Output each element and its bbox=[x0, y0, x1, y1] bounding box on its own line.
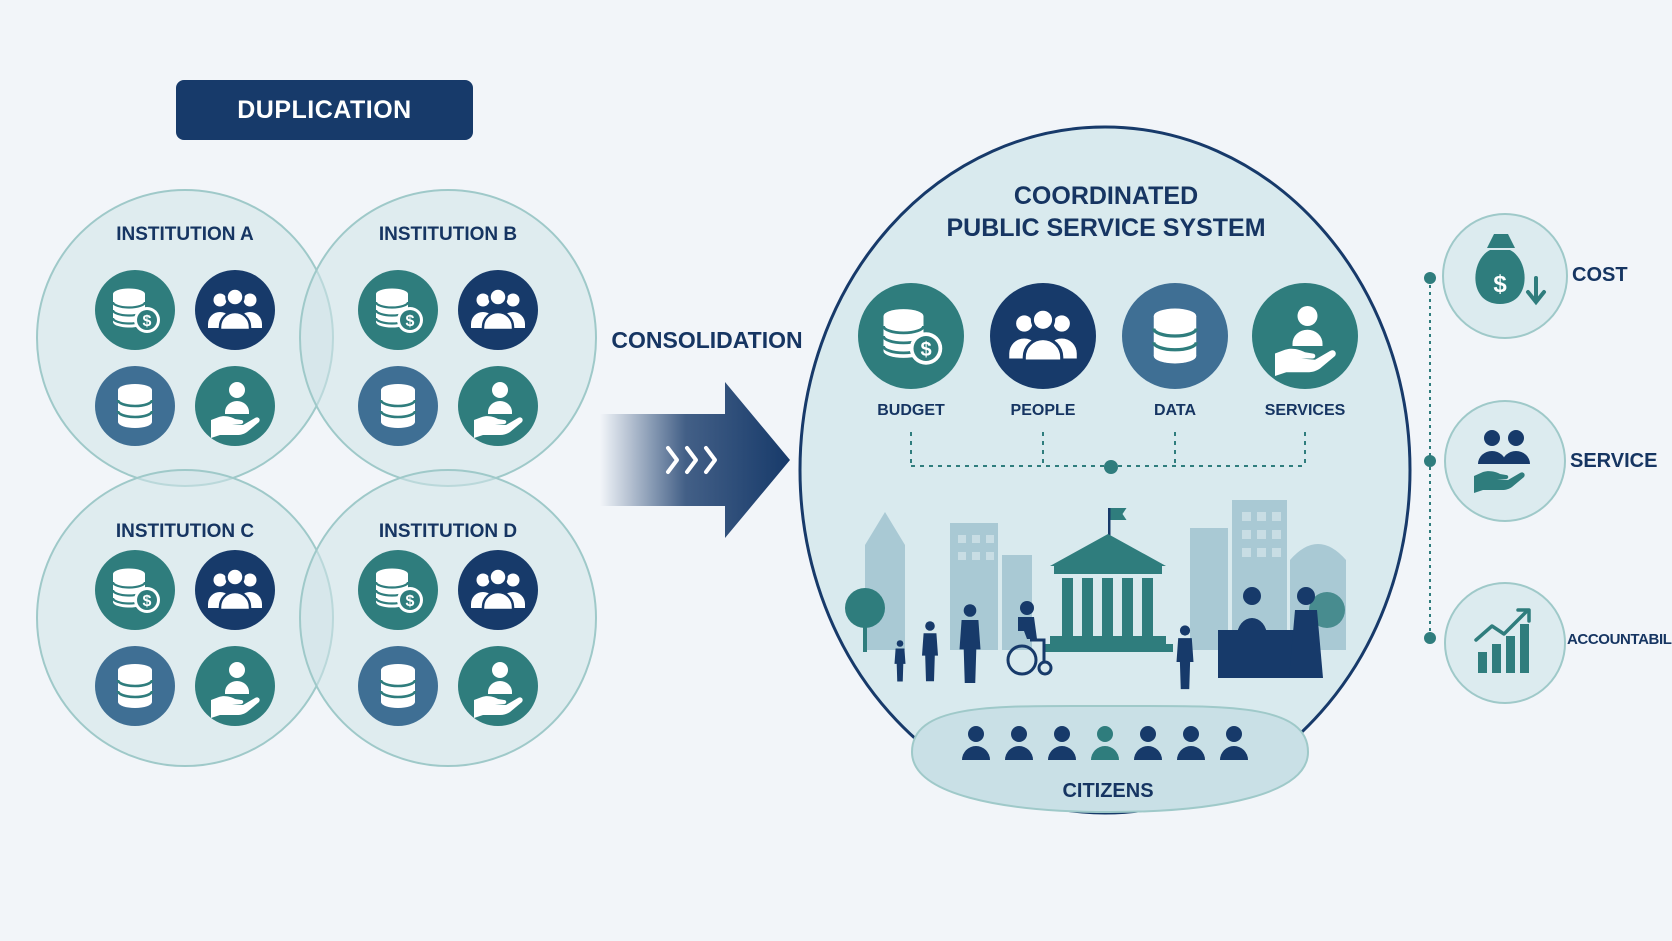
people-icon bbox=[458, 270, 538, 350]
data-icon bbox=[95, 366, 175, 446]
people-hand-icon bbox=[1474, 430, 1530, 493]
citizens-label: CITIZENS bbox=[1062, 780, 1154, 802]
category-connector bbox=[910, 432, 1306, 467]
growth-chart-icon bbox=[1474, 608, 1531, 673]
services-icon bbox=[195, 366, 275, 446]
consolidation-label: CONSOLIDATION bbox=[611, 327, 803, 353]
budget-icon bbox=[95, 550, 175, 630]
citizen-figures bbox=[894, 587, 1323, 690]
duplication-title: DUPLICATION bbox=[176, 80, 473, 140]
benefit-node bbox=[1424, 632, 1436, 644]
benefit-accountability bbox=[1444, 582, 1566, 704]
skyline-windows bbox=[958, 512, 1281, 560]
data-label: DATA bbox=[1153, 402, 1197, 419]
budget-icon bbox=[358, 550, 438, 630]
consolidation-arrow bbox=[600, 382, 790, 538]
budget-icon bbox=[358, 270, 438, 350]
accountability-label: ACCOUNTABILITY bbox=[1567, 631, 1672, 648]
benefit-cost: $ bbox=[1442, 213, 1568, 339]
institution-d-circle bbox=[299, 469, 597, 767]
budget-icon bbox=[858, 283, 964, 389]
people-icon bbox=[195, 550, 275, 630]
system-title-line1: COORDINATED bbox=[1013, 182, 1199, 210]
benefit-node bbox=[1424, 272, 1436, 284]
institution-icon-grid bbox=[95, 550, 275, 726]
institution-c-circle bbox=[36, 469, 334, 767]
budget-label: BUDGET bbox=[877, 402, 945, 419]
services-icon bbox=[195, 646, 275, 726]
services-icon bbox=[458, 366, 538, 446]
data-icon bbox=[1122, 283, 1228, 389]
people-label: PEOPLE bbox=[1010, 402, 1076, 419]
service-label: SERVICE bbox=[1570, 450, 1658, 472]
people-icon bbox=[458, 550, 538, 630]
institution-d-label: INSTITUTION D bbox=[378, 521, 518, 542]
system-title-line2: PUBLIC SERVICE SYSTEM bbox=[946, 214, 1266, 242]
budget-icon bbox=[95, 270, 175, 350]
cost-label: COST bbox=[1572, 264, 1628, 286]
connector-node bbox=[1104, 460, 1118, 474]
government-building bbox=[1043, 508, 1173, 652]
services-icon bbox=[458, 646, 538, 726]
institution-icons bbox=[95, 270, 538, 726]
trees bbox=[845, 588, 1345, 652]
people-icon bbox=[990, 283, 1096, 389]
benefit-node bbox=[1424, 455, 1436, 467]
money-bag-down-icon: $ bbox=[1475, 234, 1546, 306]
institution-icon-grid bbox=[95, 270, 275, 446]
data-icon bbox=[95, 646, 175, 726]
data-icon bbox=[358, 366, 438, 446]
services-label: SERVICES bbox=[1264, 402, 1346, 419]
institution-b-label: INSTITUTION B bbox=[378, 224, 518, 245]
institution-icon-grid bbox=[358, 270, 538, 446]
services-icon bbox=[1252, 283, 1358, 389]
institution-a-label: INSTITUTION A bbox=[116, 224, 254, 245]
system-category-icons bbox=[858, 283, 1358, 389]
chevrons-right-icon bbox=[666, 446, 717, 474]
institution-c-label: INSTITUTION C bbox=[115, 521, 255, 542]
institution-icon-grid bbox=[358, 550, 538, 726]
svg-text:$: $ bbox=[1493, 271, 1507, 298]
people-icon bbox=[195, 270, 275, 350]
data-icon bbox=[358, 646, 438, 726]
benefit-service bbox=[1444, 400, 1566, 522]
